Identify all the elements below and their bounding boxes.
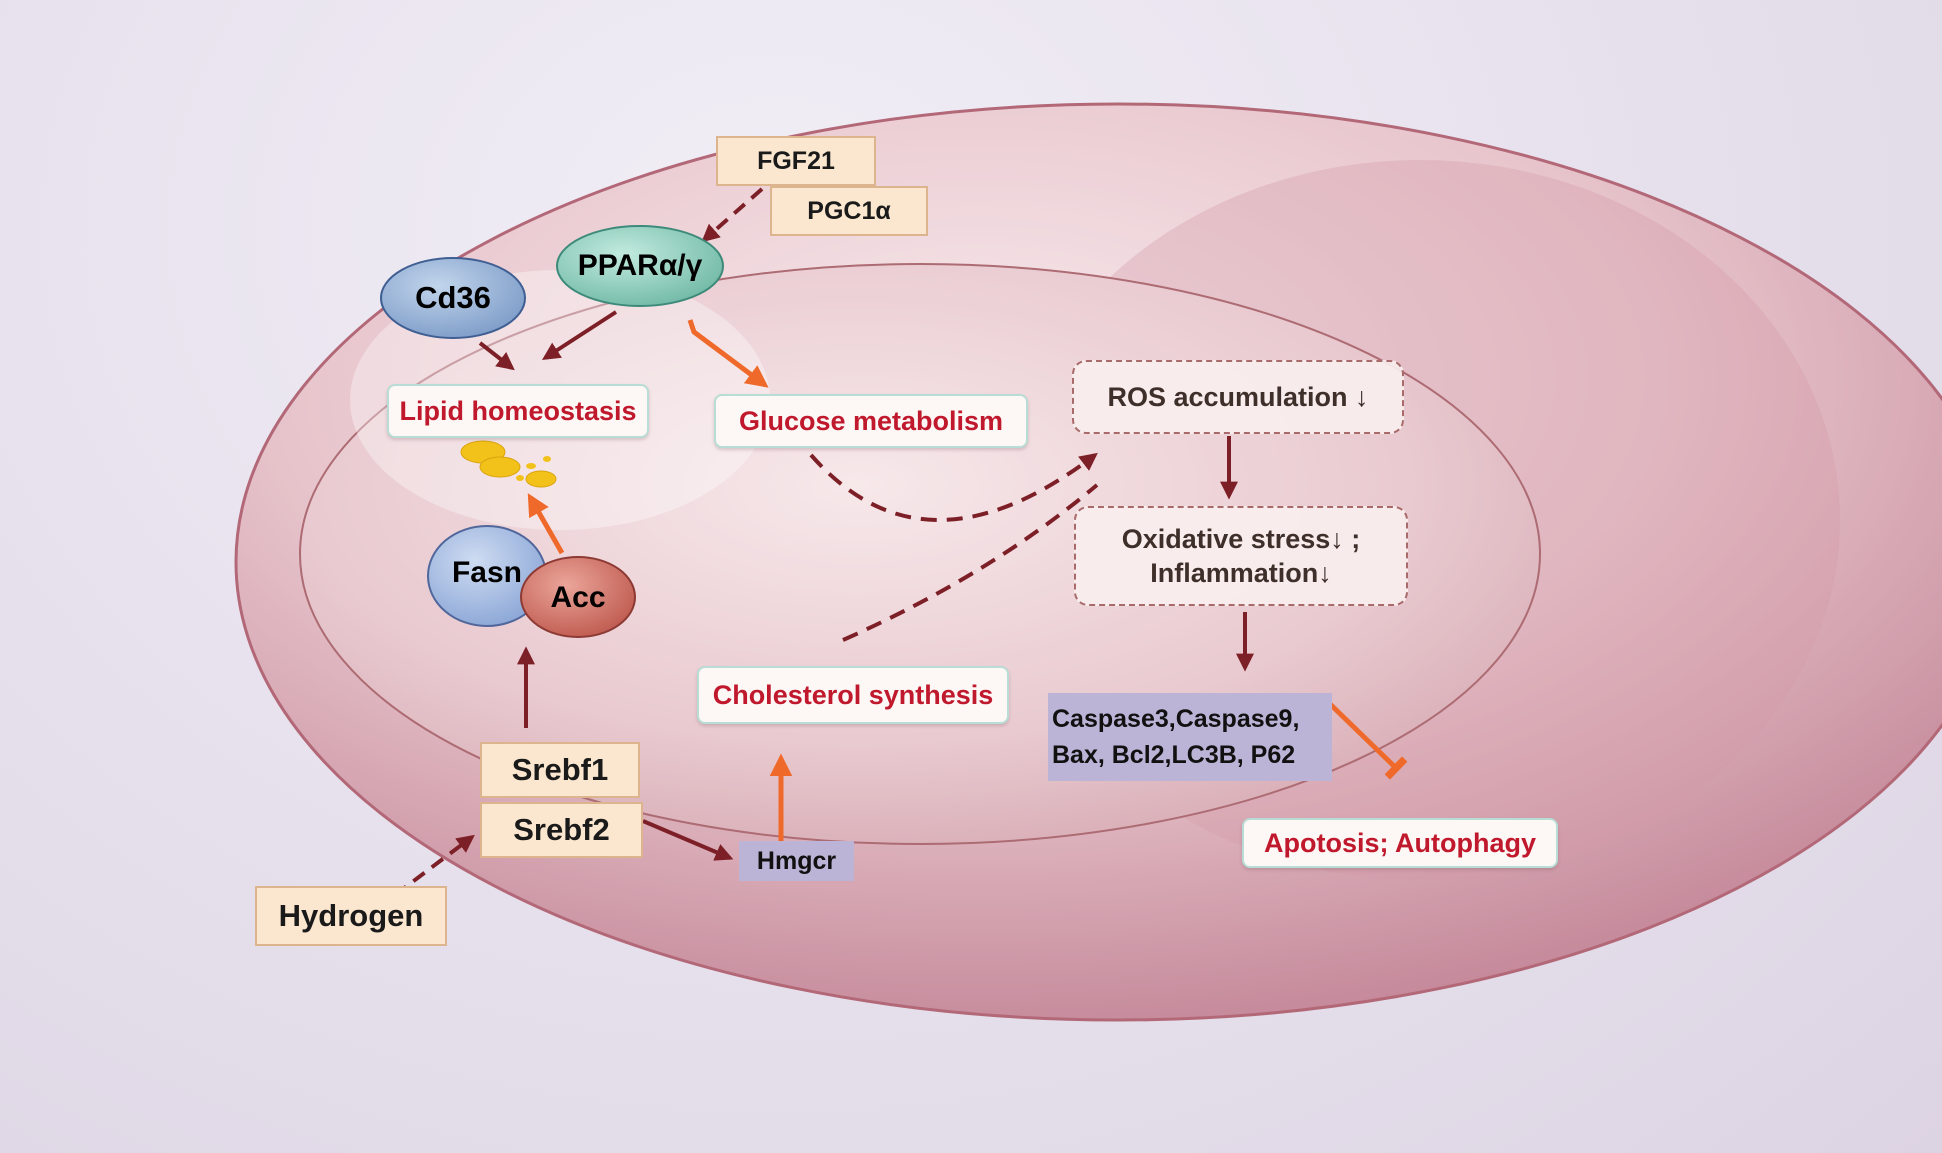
acc-oval (520, 556, 636, 638)
caspase-markers-line1: Caspase3,Caspase9, (1052, 705, 1300, 733)
srebf1-box: Srebf1 (480, 742, 640, 798)
hydrogen-box: Hydrogen (255, 886, 447, 946)
arrow-glucose-to-ros (809, 452, 1098, 522)
oxidative-stress-label: Oxidative stress↓ ; (1121, 524, 1361, 554)
caspase-markers-line2: Bax, Bcl2,LC3B, P62 (1052, 741, 1296, 769)
arrow-acc-to-lipid-droplets (527, 493, 565, 555)
ppar-label: PPARα/γ (577, 249, 703, 282)
srebf2-box: Srebf2 (480, 802, 643, 858)
arrow-cd36-to-lipid (478, 341, 515, 371)
ros-accumulation-label: ROS accumulation ↓ (1107, 381, 1369, 412)
oxidative-inflammation-box: Oxidative stress↓ ; Inflammation↓ (1074, 506, 1408, 606)
arrow-hydrogen-to-srebf (393, 834, 475, 897)
lipid-droplets-icon (460, 440, 557, 488)
inhibit-caspase-to-apoptosis (1328, 702, 1408, 780)
pgc1a-box: PGC1α (770, 186, 928, 236)
fasn-label: Fasn (451, 556, 523, 589)
acc-label: Acc (550, 581, 606, 614)
arrow-ppar-to-glucose (687, 319, 769, 388)
apoptosis-autophagy-box: Apotosis; Autophagy (1242, 818, 1558, 868)
fgf21-box: FGF21 (716, 136, 876, 186)
cd36-oval (380, 257, 526, 339)
glucose-metabolism-box: Glucose metabolism (714, 394, 1028, 448)
arrow-ppar-to-lipid (541, 310, 618, 360)
cd36-label: Cd36 (415, 280, 491, 315)
caspase-markers-box: Caspase3,Caspase9, Bax, Bcl2,LC3B, P62 (1048, 693, 1332, 781)
arrow-fgf21-to-ppar (701, 187, 764, 243)
ppar-oval (556, 225, 724, 307)
arrow-srebf2-to-hmgcr (642, 819, 734, 861)
inflammation-label: Inflammation↓ (1150, 558, 1332, 588)
cholesterol-synthesis-box: Cholesterol synthesis (697, 666, 1009, 724)
ros-accumulation-box: ROS accumulation ↓ (1072, 360, 1404, 434)
hmgcr-box: Hmgcr (739, 841, 854, 881)
lipid-homeostasis-box: Lipid homeostasis (387, 384, 649, 438)
arrow-cholesterol-to-ros (842, 483, 1099, 642)
